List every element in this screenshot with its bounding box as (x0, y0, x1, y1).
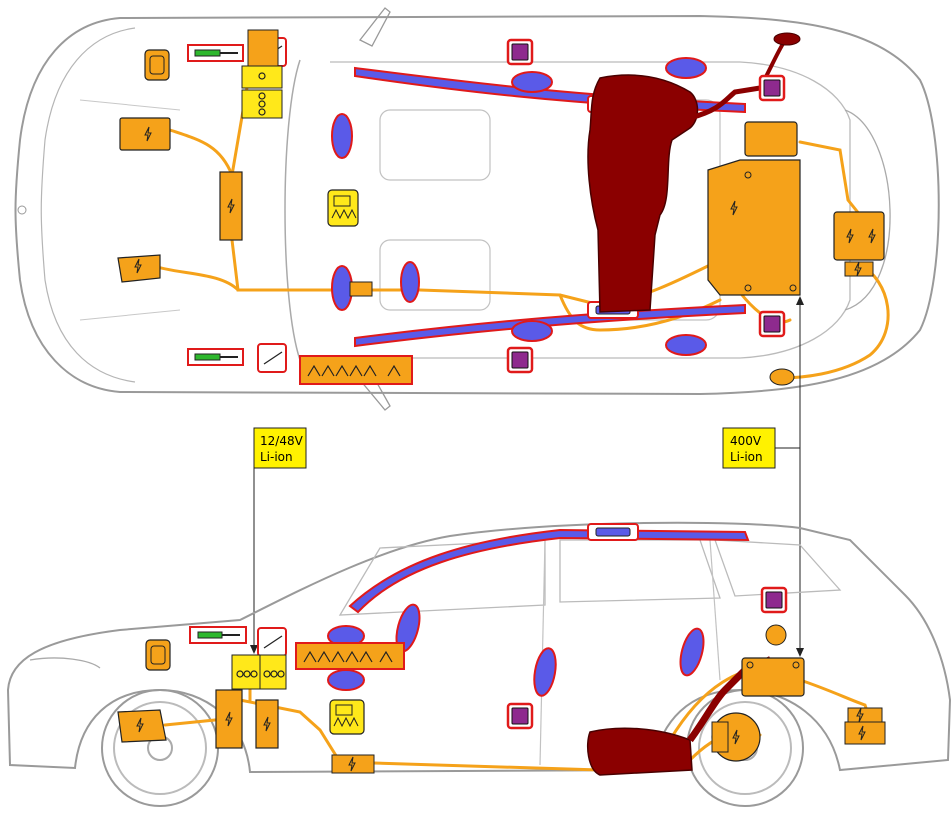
pedestrian-protection-icon (299, 355, 413, 385)
top-front-components (117, 49, 243, 283)
seatbelt-pretensioner-icon (758, 310, 786, 338)
airbag-icon (331, 265, 353, 311)
top-gas-generator (327, 189, 359, 227)
high-voltage-component-icon (744, 121, 798, 157)
airbag-icon (533, 647, 557, 697)
top-lv-batteries (241, 29, 283, 119)
airbag-icon (679, 627, 705, 677)
side-pedestrian-protection (295, 642, 405, 735)
airbag-icon (665, 57, 707, 79)
top-pedestrian-protection (299, 355, 413, 385)
fuel-tank-icon (587, 727, 693, 776)
airbag-icon (665, 334, 707, 356)
side-gas-spring (189, 626, 287, 657)
seatbelt-pretensioner-icon (506, 38, 534, 66)
seatbelt-pretensioner-icon (760, 586, 788, 614)
high-voltage-component-icon (215, 689, 243, 749)
high-voltage-component-icon (707, 159, 801, 296)
low-voltage-battery-icon (259, 654, 287, 690)
airbag-icon (511, 71, 553, 93)
lv-battery-label-box: 12/48V Li-ion (250, 427, 307, 654)
seatbelt-pretensioner-icon (758, 74, 786, 102)
high-voltage-component-icon (219, 171, 243, 241)
side-fuel-tank (587, 624, 787, 776)
fuel-tank-icon (587, 74, 699, 313)
side-lv-batteries (231, 654, 287, 690)
side-body-outline (6, 521, 952, 774)
lv-battery-label-line1: 12/48V (260, 434, 304, 448)
low-voltage-battery-icon (241, 65, 283, 89)
airbag-icon (331, 113, 353, 159)
lv-battery-label-line2: Li-ion (260, 450, 293, 464)
top-fuel-tank (587, 32, 801, 313)
high-voltage-component-icon (741, 657, 805, 697)
side-hv-battery (331, 657, 886, 774)
hv-battery-label-line2: Li-ion (730, 450, 763, 464)
seatbelt-pretensioner-icon (506, 346, 534, 374)
airbag-icon (327, 669, 365, 691)
hv-battery-label-line1: 400V (730, 434, 762, 448)
low-voltage-battery-icon (241, 89, 283, 119)
gas-generator-icon (329, 699, 365, 735)
gas-generator-icon (327, 189, 359, 227)
side-view-car (6, 521, 952, 807)
side-airbags (327, 603, 705, 697)
low-voltage-battery-icon (247, 29, 279, 69)
seatbelt-pretensioner-icon (506, 702, 534, 730)
side-curtain-airbag (348, 523, 750, 614)
curtain-airbag-icon (348, 528, 750, 614)
top-airbags (331, 57, 707, 356)
airbag-icon (400, 261, 420, 303)
front-wheel (101, 689, 219, 807)
airbag-icon (511, 320, 553, 342)
curtain-airbag-icon (354, 303, 746, 348)
hv-battery-label-box: 400V Li-ion (722, 296, 804, 657)
top-hv-battery (707, 121, 885, 386)
side-front-components (117, 639, 279, 749)
top-body-outline (14, 14, 940, 396)
